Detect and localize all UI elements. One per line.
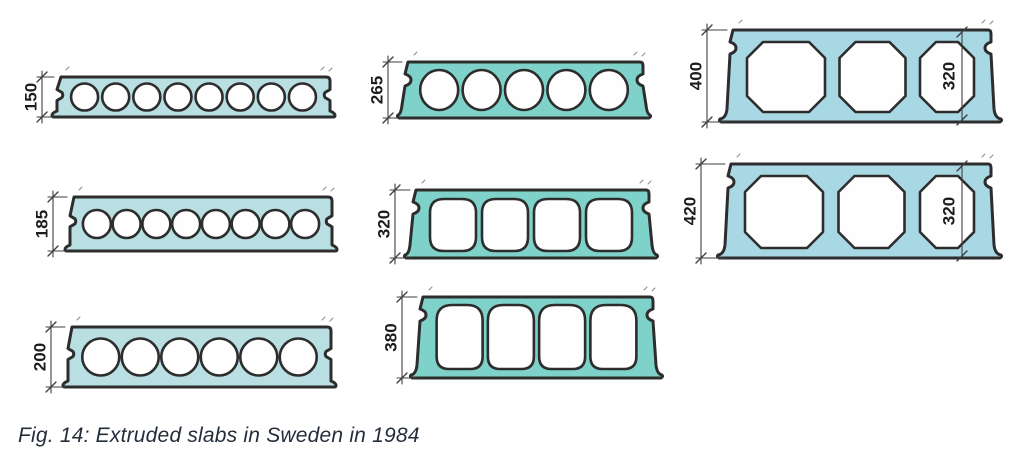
svg-text:320: 320 [374, 210, 393, 238]
svg-text:420: 420 [680, 197, 699, 225]
slab-320-drawing: 320 [374, 179, 660, 265]
svg-text:320: 320 [939, 62, 958, 90]
svg-text:150: 150 [21, 83, 40, 111]
slab-400-cross-section: 320 400 [665, 10, 1009, 138]
slab-320-cross-section: 320 [355, 168, 665, 270]
slab-200-drawing: 200 [30, 316, 338, 394]
slab-185-cross-section: 185 [15, 182, 349, 266]
slab-150-drawing: 150 [21, 66, 337, 124]
slab-265-cross-section: 265 [355, 42, 661, 136]
slab-380-drawing: 380 [381, 286, 665, 385]
svg-text:200: 200 [30, 343, 49, 371]
figure-caption: Fig. 14: Extruded slabs in Sweden in 198… [18, 424, 420, 447]
slab-420-drawing: 320 420 [680, 153, 1004, 265]
svg-text:400: 400 [686, 62, 705, 90]
svg-text:185: 185 [32, 210, 51, 238]
slab-185-drawing: 185 [32, 186, 339, 258]
svg-text:265: 265 [367, 76, 386, 104]
slab-380-cross-section: 380 [355, 280, 667, 394]
svg-text:380: 380 [381, 323, 400, 351]
slab-265-drawing: 265 [367, 51, 653, 125]
slab-400-drawing: 320 400 [686, 19, 1004, 129]
slab-420-cross-section: 320 420 [665, 146, 1009, 274]
slab-150-cross-section: 150 [15, 55, 349, 135]
slab-200-cross-section: 200 [15, 312, 349, 402]
svg-text:320: 320 [939, 197, 958, 225]
